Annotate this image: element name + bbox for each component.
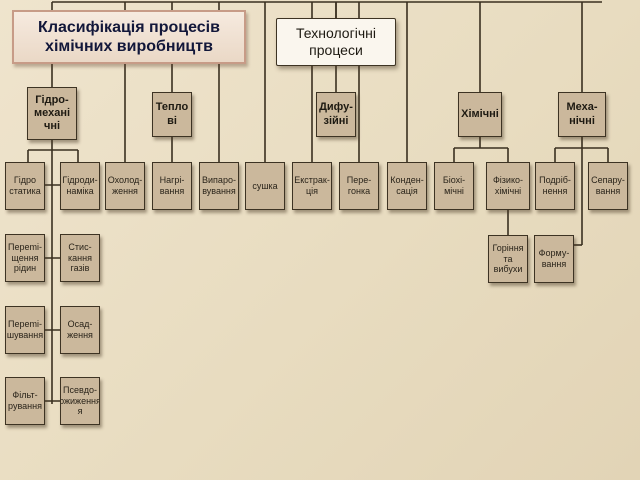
node-cooling: Охолод- ження bbox=[105, 162, 145, 210]
node-forming: Форму- вання bbox=[534, 235, 574, 283]
node-heating: Нагрі- вання bbox=[152, 162, 192, 210]
node-condensation: Конден- сація bbox=[387, 162, 427, 210]
category-hydromechanical: Гідро- механі чні bbox=[27, 87, 77, 140]
category-chemical: Хімічні bbox=[458, 92, 502, 137]
node-grinding: Подріб- нення bbox=[535, 162, 575, 210]
node-pseudo-liquefaction: Псевдо- ожиження я bbox=[60, 377, 100, 425]
node-drying: сушка bbox=[245, 162, 285, 210]
diagram-title: Класифікація процесів хімічних виробницт… bbox=[12, 10, 246, 64]
node-liquid-mixing: Переmі- щення рідин bbox=[5, 234, 45, 282]
node-sedimentation: Осад- ження bbox=[60, 306, 100, 354]
node-separation: Сепару- вання bbox=[588, 162, 628, 210]
category-thermal: Тепло ві bbox=[152, 92, 192, 137]
node-hydrostatics: Гідро статика bbox=[5, 162, 45, 210]
node-filtration: Фільт- рування bbox=[5, 377, 45, 425]
root-node-technological-processes: Технологічні процеси bbox=[276, 18, 396, 66]
node-distillation: Пере- гонка bbox=[339, 162, 379, 210]
node-physicochemical: Фізико- хімічні bbox=[486, 162, 530, 210]
node-gas-compression: Стис- кання газів bbox=[60, 234, 100, 282]
node-combustion: Горіння та вибухи bbox=[488, 235, 528, 283]
category-mechanical: Меха- нічні bbox=[558, 92, 606, 137]
node-mixing: Переmі- шування bbox=[5, 306, 45, 354]
node-hydrodynamics: Гідроди- наміка bbox=[60, 162, 100, 210]
node-evaporation: Випаро- вування bbox=[199, 162, 239, 210]
node-biochemical: Біохі- мічні bbox=[434, 162, 474, 210]
node-extraction: Екстрак- ція bbox=[292, 162, 332, 210]
category-diffusion: Дифу- зійні bbox=[316, 92, 356, 137]
